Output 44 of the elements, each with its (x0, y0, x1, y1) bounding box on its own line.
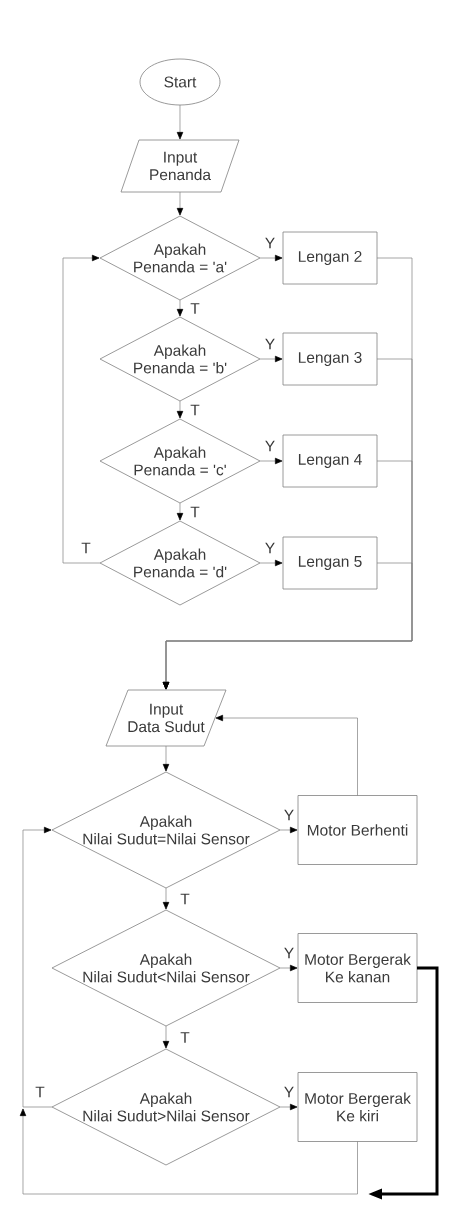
arrow (279, 826, 298, 834)
arrow (279, 964, 298, 972)
arrow (176, 299, 184, 317)
process-box: Lengan 2 (282, 231, 378, 285)
process-box: Motor Bergerak Ke kanan (297, 933, 418, 1003)
edge-label: T (189, 302, 201, 315)
process-box: Lengan 4 (282, 434, 378, 488)
arrow (176, 400, 184, 419)
arrow (259, 559, 283, 567)
arrow (279, 1103, 298, 1111)
edge-label: T (179, 1031, 191, 1044)
edge-label: T (189, 505, 201, 519)
process-box: Lengan 5 (282, 536, 378, 590)
edge-label: Y (282, 946, 296, 960)
arrow (259, 254, 283, 262)
arrow (22, 826, 53, 1108)
arrow (162, 745, 170, 772)
edge-label: T (34, 1085, 46, 1099)
arrow (176, 502, 184, 521)
input-parallelogram: Input Data Sudut (105, 689, 227, 747)
terminal-oval: Start (139, 58, 221, 106)
process-box: Lengan 3 (282, 332, 378, 386)
arrow (215, 714, 358, 796)
edge-label: T (80, 541, 92, 555)
arrow (176, 104, 184, 140)
arrow (162, 1025, 170, 1049)
process-box: Motor Bergerak Ke kiri (297, 1072, 418, 1142)
edge-label: Y (263, 439, 277, 453)
arrow (259, 355, 283, 363)
arrow (259, 457, 283, 465)
arrow (19, 1108, 358, 1195)
arrow (62, 254, 101, 564)
edge-label: T (189, 403, 201, 417)
edge-label: T (179, 892, 191, 906)
arrow (162, 887, 170, 910)
edge-label: Y (263, 541, 277, 555)
edge-label: Y (282, 1085, 296, 1099)
arrow (162, 562, 413, 690)
arrow (176, 191, 184, 216)
process-box: Motor Berhenti (297, 795, 418, 865)
edge-label: Y (263, 337, 277, 351)
edge-label: Y (263, 236, 277, 250)
input-parallelogram: Input Penanda (120, 139, 240, 193)
edge-label: Y (282, 808, 296, 822)
